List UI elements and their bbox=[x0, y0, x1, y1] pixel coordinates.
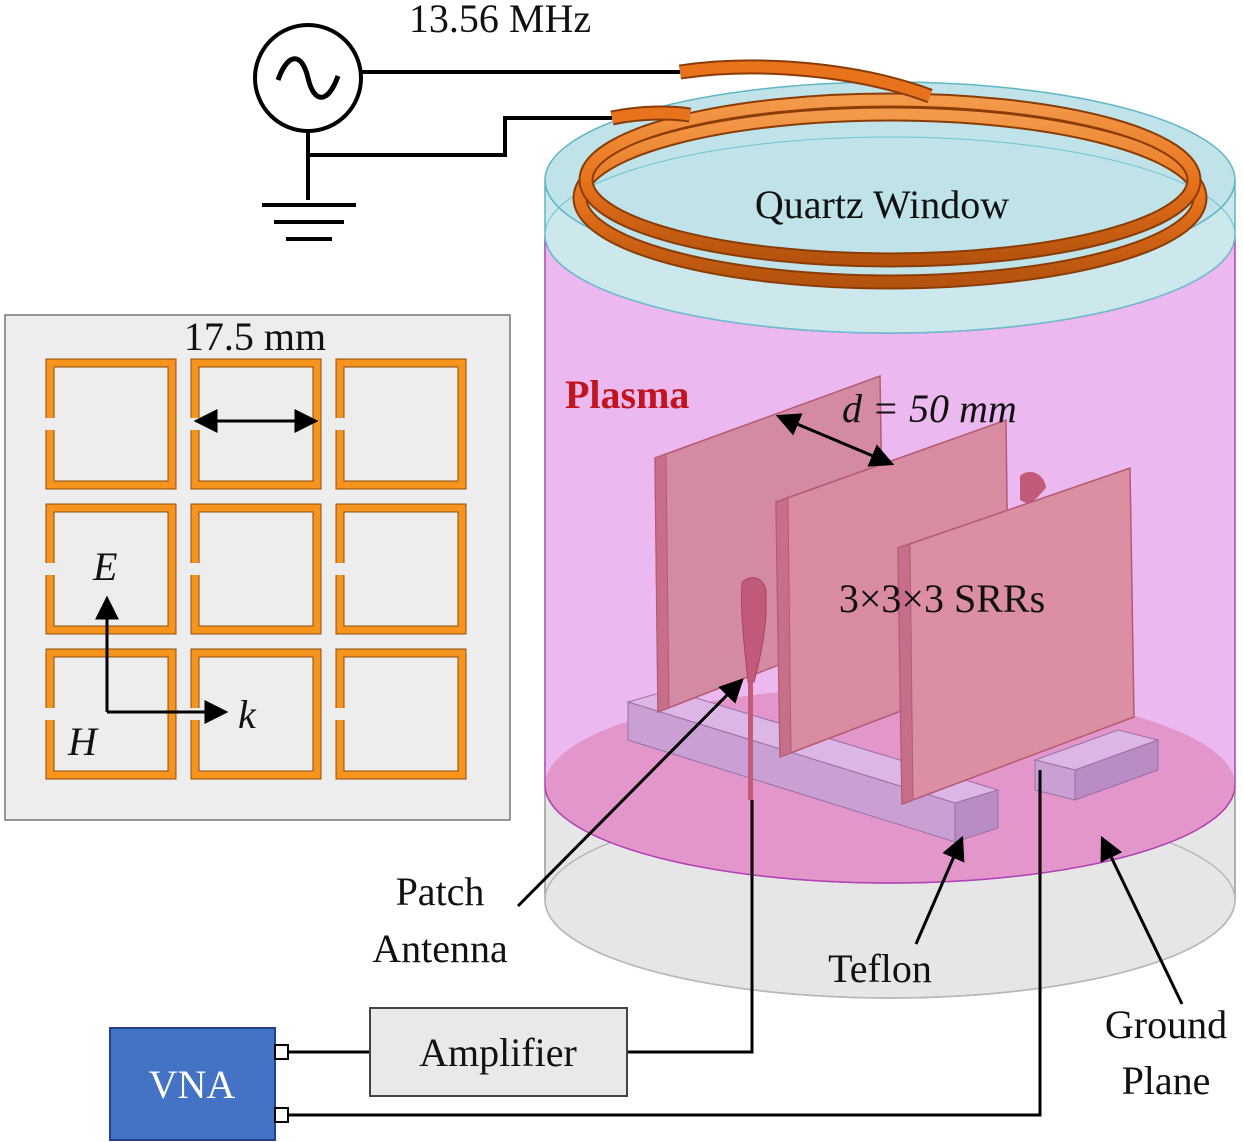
cell-size-label: 17.5 mm bbox=[184, 314, 326, 359]
frequency-label: 13.56 MHz bbox=[409, 0, 591, 41]
srr-cell-1 bbox=[46, 359, 176, 489]
vna-port-2 bbox=[274, 1107, 289, 1123]
srr-cell-6 bbox=[336, 504, 466, 634]
ground-plane-label-line1: Ground bbox=[1105, 1002, 1227, 1047]
srr-cell-5 bbox=[191, 504, 321, 634]
rf-coil bbox=[572, 59, 1208, 290]
srr-grid bbox=[45, 358, 467, 780]
amplifier-label: Amplifier bbox=[419, 1030, 577, 1075]
srr-label: 3×3×3 SRRs bbox=[839, 576, 1045, 621]
vna-label: VNA bbox=[149, 1062, 236, 1107]
srr-array-inset: 17.5 mm E H k bbox=[4, 314, 511, 821]
vna-box bbox=[109, 1027, 276, 1141]
rf-source: 13.56 MHz bbox=[253, 0, 680, 241]
ground-symbol-icon bbox=[262, 203, 356, 241]
amplifier-box bbox=[369, 1007, 628, 1097]
patch-antenna-label-line1: Patch bbox=[396, 869, 485, 914]
vna-port-1 bbox=[274, 1044, 289, 1060]
k-vector-label: k bbox=[238, 692, 257, 737]
spacing-label: d = 50 mm bbox=[842, 386, 1017, 431]
srr-cell-3 bbox=[336, 359, 466, 489]
h-field-label: H bbox=[67, 719, 99, 764]
srr-cell-7 bbox=[46, 649, 176, 779]
patch-antenna bbox=[741, 577, 767, 800]
srr-boards: 3×3×3 SRRs d = 50 mm bbox=[654, 374, 1135, 806]
instruments: Amplifier VNA bbox=[109, 770, 1042, 1141]
srr-cell-8 bbox=[191, 649, 321, 779]
teflon-label: Teflon bbox=[828, 946, 932, 991]
ground-plane-label-line2: Plane bbox=[1122, 1058, 1211, 1103]
srr-cell-9 bbox=[336, 649, 466, 779]
quartz-window-label: Quartz Window bbox=[755, 182, 1009, 227]
srr-cell-4 bbox=[46, 504, 176, 634]
spacing-arrow bbox=[775, 413, 895, 467]
patch-antenna-label-line2: Antenna bbox=[372, 926, 508, 971]
plasma-label: Plasma bbox=[565, 372, 689, 417]
callouts: Patch Antenna Teflon Ground Plane bbox=[372, 678, 1227, 1103]
e-field-label: E bbox=[92, 544, 117, 589]
